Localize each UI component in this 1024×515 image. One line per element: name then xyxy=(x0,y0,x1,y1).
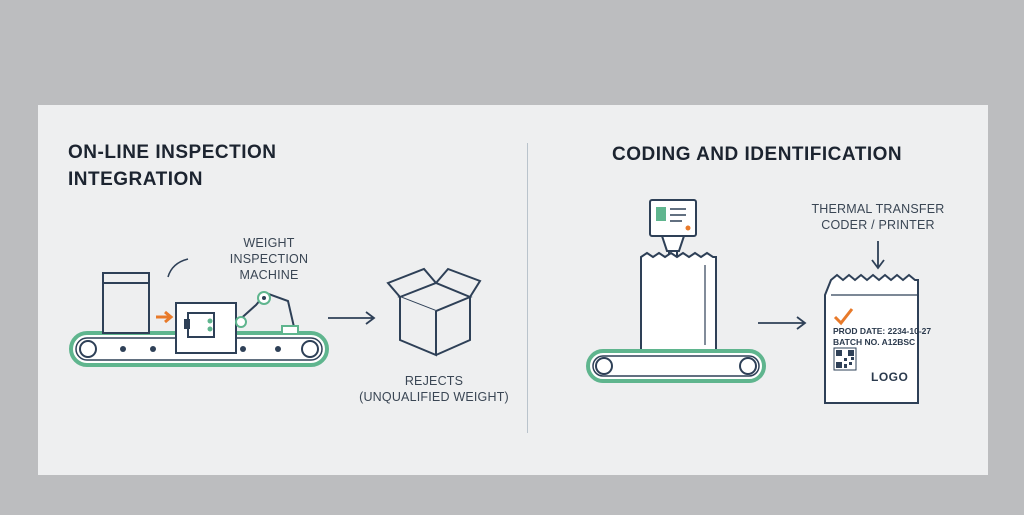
bag-logo: LOGO xyxy=(871,370,909,384)
rejects-label-line1: REJECTS xyxy=(404,374,464,388)
reject-box-icon xyxy=(386,267,482,357)
left-title-line1: ON-LINE INSPECTION xyxy=(68,142,277,163)
bag-print-info: PROD DATE: 2234-10-27 BATCH NO. A12BSC xyxy=(833,326,931,348)
rejects-arrow-icon xyxy=(328,311,376,325)
bag-batch-no: BATCH NO. A12BSC xyxy=(833,337,916,347)
filled-bag-icon xyxy=(640,251,717,352)
panel-divider xyxy=(527,143,528,433)
machine-label-line1: WEIGHT xyxy=(243,236,295,250)
check-mark-icon xyxy=(833,308,854,326)
diagram-art xyxy=(69,199,919,404)
printer-arrow-icon xyxy=(871,241,885,270)
left-title-line2: INTEGRATION xyxy=(68,169,203,190)
printer-label-line1: THERMAL TRANSFER xyxy=(811,202,945,216)
weighing-machine-icon xyxy=(175,302,237,354)
robot-arm-icon xyxy=(235,291,299,335)
jar-icon xyxy=(102,272,150,334)
right-conveyor xyxy=(586,349,766,383)
printer-label-line2: CODER / PRINTER xyxy=(821,218,935,232)
left-panel-title: ON-LINE INSPECTION INTEGRATION xyxy=(68,139,368,193)
machine-label-line3: MACHINE xyxy=(239,268,299,282)
rejects-label-line2: (UNQUALIFIED WEIGHT) xyxy=(359,390,509,404)
right-panel-title: CODING AND IDENTIFICATION xyxy=(612,141,932,168)
rejects-label: REJECTS (UNQUALIFIED WEIGHT) xyxy=(354,373,514,405)
printer-label: THERMAL TRANSFER CODER / PRINTER xyxy=(808,201,948,233)
machine-pointer-line xyxy=(167,258,189,278)
coding-arrow-icon xyxy=(758,316,807,330)
qr-code-icon xyxy=(833,347,857,371)
bag-prod-date: PROD DATE: 2234-10-27 xyxy=(833,326,932,336)
coded-bag-icon xyxy=(824,273,919,404)
feed-arrow-icon xyxy=(156,310,174,324)
weight-machine-label: WEIGHT INSPECTION MACHINE xyxy=(204,235,334,283)
right-title-text: CODING AND IDENTIFICATION xyxy=(612,144,903,165)
diagram-card: ON-LINE INSPECTION INTEGRATION CODING AN… xyxy=(38,105,988,475)
machine-label-line2: INSPECTION xyxy=(229,252,309,266)
